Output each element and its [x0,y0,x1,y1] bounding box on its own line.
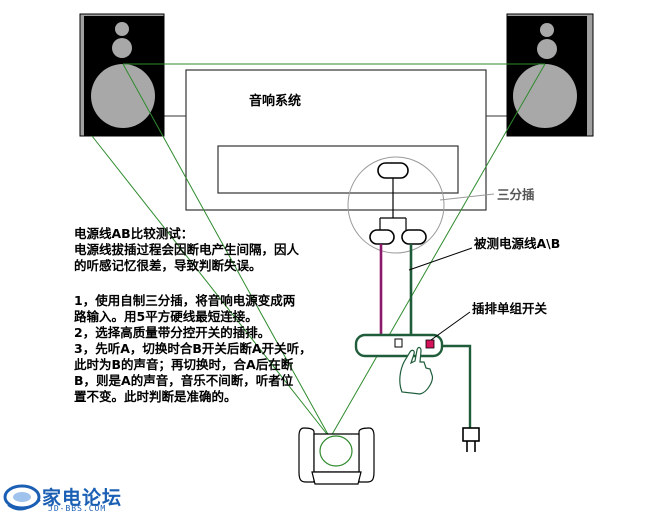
power-cord [442,344,472,428]
switch-a [394,338,403,348]
listener-chair-icon [298,427,375,485]
listener-head [319,435,353,467]
left-tweeter [115,22,129,36]
strip-switch-label: 插排单组开关 [472,301,548,316]
wall-plug [462,427,480,452]
plug-branch-lines [379,178,407,230]
cable-leader-line [408,247,473,271]
plug-output-a [369,229,395,245]
switch-b [425,339,435,349]
notes-step-line-5: 此时为B的声音；再切换时，合A后在断 [74,357,294,372]
plug-input-socket [377,162,409,179]
cables-ab-label: 被测电源线A\B [474,236,561,251]
front-panel [217,145,459,194]
three-way-plug-label: 三分插 [497,187,535,202]
left-midrange [112,38,132,58]
audio-system-label: 音响系统 [249,94,302,109]
left-woofer [91,64,155,128]
plug-output-b [401,229,427,245]
logo-sub: JD-BBS.COM [48,504,107,513]
audio-system-box [185,69,487,211]
notes-intro-1: 电源线拔插过程会因断电产生间隔，因人 [74,242,300,257]
logo-mark-icon [3,484,41,511]
notes-step-line-4: 3，先听A，切换时合B开关后断A开关听， [74,341,312,356]
forum-logo[interactable]: 家电论坛 JD-BBS.COM [4,482,164,514]
switch-leader-line [430,311,471,341]
plug-leader-line [439,193,495,201]
notes-step-line-6: B，则是A的声音，音乐不间断，听者位 [74,373,294,388]
right-midrange [537,39,557,59]
notes-step-line-1: 1，使用自制三分插，将音响电源变成两 [74,293,296,308]
notes-step-line-3: 2，选择高质量带分控开关的插排。 [74,325,271,340]
right-woofer [513,64,577,128]
notes-title: 电源线AB比较测试： [74,226,194,241]
notes-step-line-7: 置不变。此时判断是准确的。 [74,389,237,404]
right-speaker [506,13,594,137]
hand-icon [399,346,433,395]
notes-step-line-2: 路输入。用5平方硬线最短连接。 [74,309,258,324]
right-tweeter [540,23,554,37]
sound-sight-lines [91,63,546,439]
logo-name: 家电论坛 [42,487,123,509]
notes-intro-2: 的听感记忆很差，导致判断失误。 [74,258,262,273]
three-way-plug-circle [347,156,445,254]
left-speaker [79,13,165,137]
